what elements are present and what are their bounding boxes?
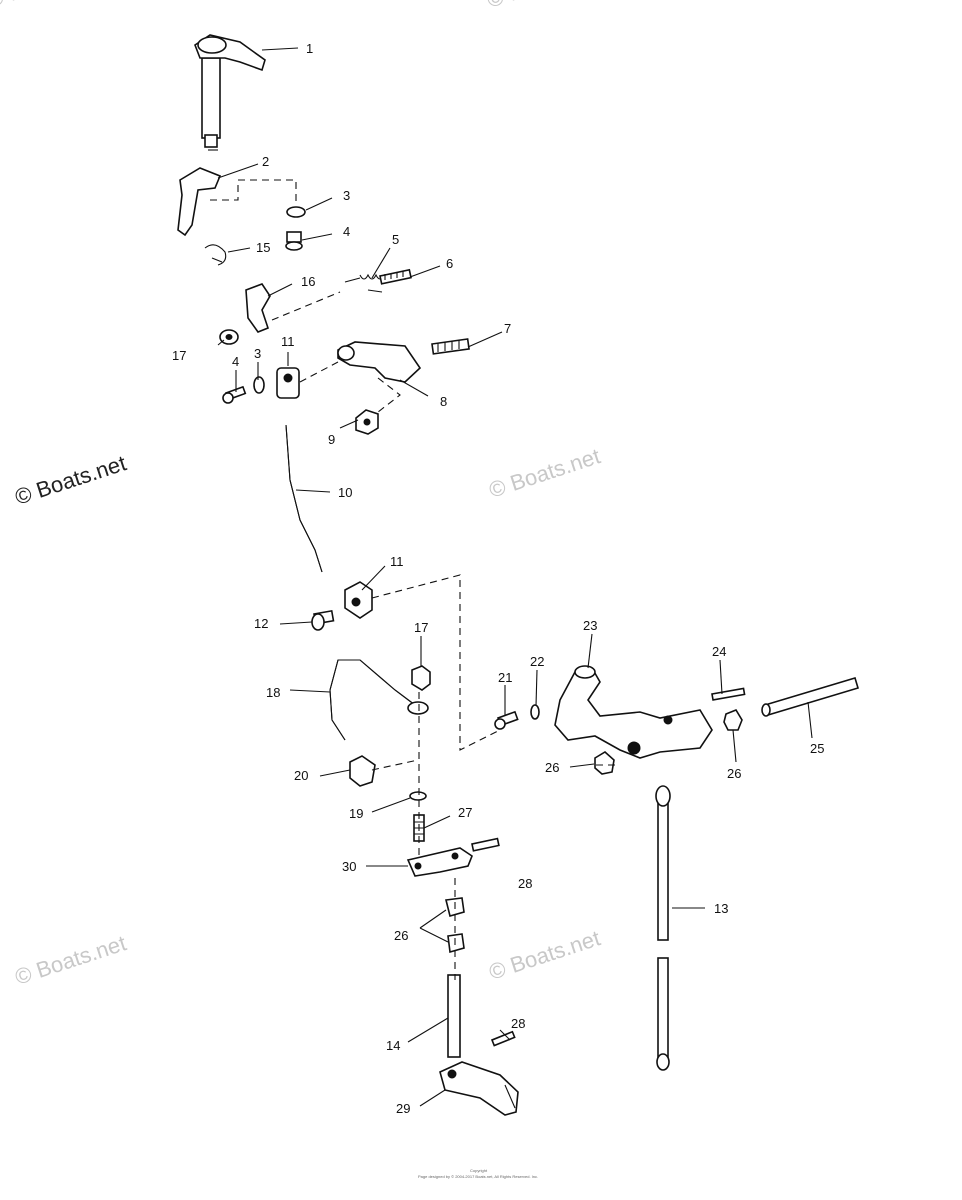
callout-13: 13 [714,901,728,916]
callout-2: 2 [262,154,269,169]
part-15-clip [204,244,227,266]
part-20-cap [349,755,376,787]
callout-11-lower: 11 [390,554,404,569]
callout-30: 30 [342,859,356,874]
assembly-dashed-lines [210,179,615,980]
part-13-rod [655,785,671,1071]
callout-24: 24 [712,644,726,659]
footer-line-2: Page designed by © 2004-2017 Boats.net, … [418,1174,538,1179]
callout-7: 7 [504,321,511,336]
part-19-clip [409,791,427,801]
part-10-rod [285,424,323,573]
watermark-top-left: © Boats.net [0,0,101,13]
watermark-mid-left: © Boats.net [12,450,129,509]
callout-25: 25 [810,741,824,756]
callout-21: 21 [498,670,512,685]
part-2-lever [177,167,222,237]
part-26-nut-b [723,709,743,731]
part-11-socket-upper [276,367,300,399]
part-16-bracket [245,283,271,333]
part-3-washer [286,206,306,218]
callout-3-upper: 3 [343,188,350,203]
callout-1: 1 [306,41,313,56]
callout-22: 22 [530,654,544,669]
leader-lines [217,47,813,1107]
watermark-layer: © Boats.net © Boats.net © Boats.net © Bo… [0,0,603,990]
callout-6: 6 [446,256,453,271]
callout-20: 20 [294,768,308,783]
part-26-nut-a [594,751,615,775]
callout-18: 18 [266,685,280,700]
part-14-pin [447,974,461,1058]
footer-copyright: Copyright Page designed by © 2004-2017 B… [418,1168,538,1179]
callout-17-upper: 17 [172,348,186,363]
part-4-screw [285,231,303,251]
callout-12: 12 [254,616,268,631]
part-22-washer [530,704,540,720]
part-17-nut-lower [411,665,431,691]
part-28-pin-lower [490,1030,516,1047]
callout-23: 23 [583,618,597,633]
footer-line-1: Copyright [470,1168,488,1173]
callout-27: 27 [458,805,472,820]
part-3-washer-lower [253,376,265,394]
callout-26-right: 26 [727,766,741,781]
callout-28-lower: 28 [511,1016,525,1031]
part-18-link-rod [329,659,429,741]
callout-3-lower: 3 [254,346,261,361]
part-23-shift-lever-assembly [554,665,713,759]
part-24-pin [711,687,746,701]
part-25-tube [761,677,859,717]
part-17-nut-upper [219,329,239,345]
callout-8: 8 [440,394,447,409]
callout-10: 10 [338,485,352,500]
callout-26-left: 26 [545,760,559,775]
callout-11-upper: 11 [281,334,295,349]
callout-15: 15 [256,240,270,255]
callout-17-lower: 17 [414,620,428,635]
callout-26-lower: 26 [394,928,408,943]
watermark-mid-center: © Boats.net [486,443,603,502]
part-30-lever [406,837,500,877]
watermark-top-middle: © Boats.net [484,0,601,13]
callout-9: 9 [328,432,335,447]
callout-28-upper: 28 [518,876,532,891]
callout-4-lower: 4 [232,354,239,369]
callout-16: 16 [301,274,315,289]
part-1-shift-shaft [194,34,266,151]
part-21-screw [494,710,519,730]
callout-14: 14 [386,1038,400,1053]
part-9-nut [355,409,379,435]
callout-29: 29 [396,1101,410,1116]
part-29-handle [439,1061,519,1116]
callout-19: 19 [349,806,363,821]
part-26-bushing-b [447,933,465,954]
callout-4-upper: 4 [343,224,350,239]
part-4-screw-lower [222,385,247,404]
watermark-bottom-center: © Boats.net [486,925,603,984]
part-7-stud [431,338,470,355]
part-12-screw [311,609,335,631]
callout-labels: 1 2 3 4 15 5 6 16 7 17 4 3 11 8 9 10 11 … [172,41,824,1116]
part-8-bracket [337,341,422,383]
callout-5: 5 [392,232,399,247]
watermark-bottom-left: © Boats.net [12,930,129,989]
part-11-socket-lower [344,581,373,619]
part-6-stud [379,268,412,285]
part-5-spring [344,273,385,293]
